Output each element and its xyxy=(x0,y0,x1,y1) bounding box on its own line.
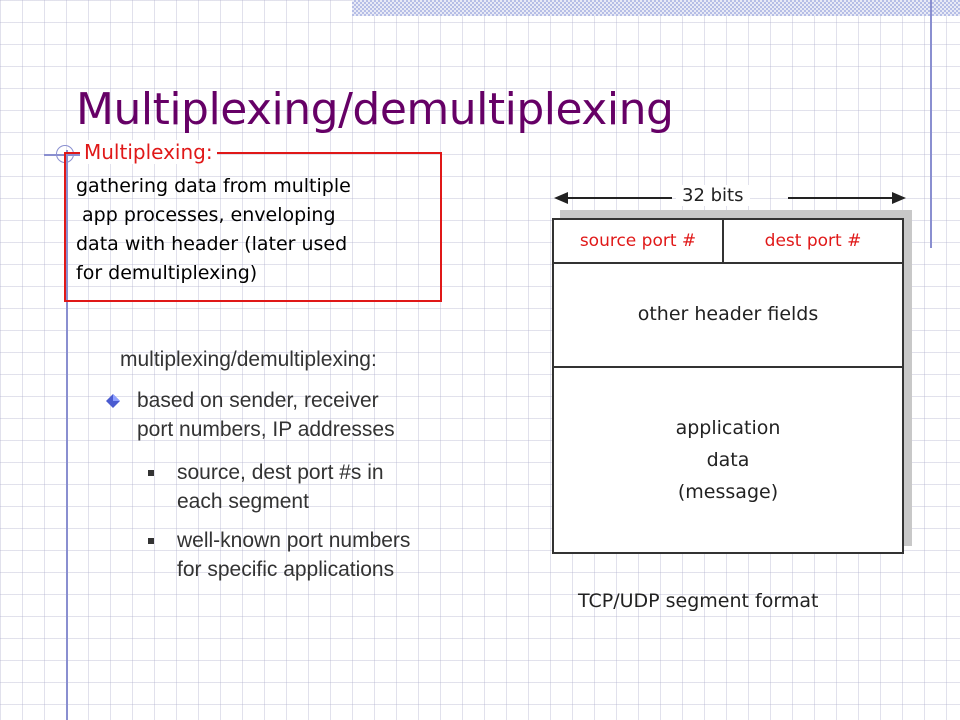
arrow-right-icon xyxy=(892,192,906,204)
bullet-line: based on sender, receiver xyxy=(137,389,379,412)
source-port-field: source port # xyxy=(554,220,724,262)
subbullet-line: each segment xyxy=(177,490,309,513)
app-data-line: application xyxy=(675,417,781,439)
subbullet-text: source, dest port #s in each segment xyxy=(177,458,488,516)
dest-port-field: dest port # xyxy=(764,231,862,251)
decorative-top-bar xyxy=(352,0,960,16)
arrow-left-icon xyxy=(554,192,568,204)
bullet-text: based on sender, receiver port numbers, … xyxy=(137,386,486,444)
bit-width-label: 32 bits xyxy=(676,185,750,206)
slide-title: Multiplexing/demultiplexing xyxy=(76,84,674,135)
bullet-line: port numbers, IP addresses xyxy=(137,418,395,441)
bullet-item: based on sender, receiver port numbers, … xyxy=(106,386,486,444)
multiplexing-callout-box xyxy=(64,152,442,302)
other-header-fields: other header fields xyxy=(554,262,902,368)
bit-width-arrow xyxy=(554,192,906,204)
subbullet-text: well-known port numbers for specific app… xyxy=(177,526,488,584)
subbullet-line: source, dest port #s in xyxy=(177,461,384,484)
square-bullet-icon xyxy=(148,470,154,476)
application-data-field: application data (message) xyxy=(554,368,902,552)
port-row: source port # dest port # xyxy=(554,220,902,264)
subbullet-line: for specific applications xyxy=(177,558,395,581)
segment-format-diagram: source port # dest port # other header f… xyxy=(552,218,904,554)
callout-heading: Multiplexing: xyxy=(80,140,217,164)
decorative-left-line xyxy=(66,150,68,720)
decorative-right-line xyxy=(930,0,932,248)
diagram-caption: TCP/UDP segment format xyxy=(578,590,819,612)
square-bullet-icon xyxy=(148,538,154,544)
diamond-bullet-icon xyxy=(106,394,120,408)
subbullet-item: source, dest port #s in each segment xyxy=(148,458,488,516)
subbullet-item: well-known port numbers for specific app… xyxy=(148,526,488,584)
subbullet-line: well-known port numbers xyxy=(177,529,411,552)
content-heading: multiplexing/demultiplexing: xyxy=(120,348,377,371)
callout-body-text: gathering data from multiple app process… xyxy=(76,175,351,284)
app-data-line: data xyxy=(706,449,750,471)
app-data-line: (message) xyxy=(677,481,779,503)
